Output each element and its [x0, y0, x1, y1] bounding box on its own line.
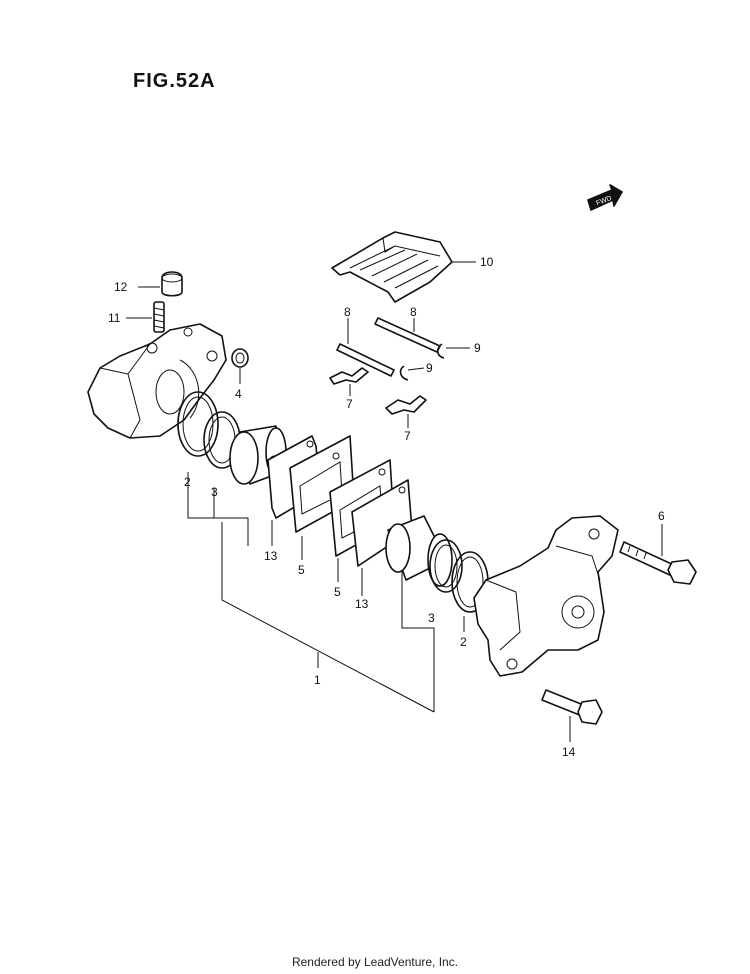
caliper-housing-left-part [87, 323, 227, 439]
callout-12: 12 [114, 280, 128, 294]
callout-7a: 7 [346, 397, 353, 411]
pin-clip-lower-part [399, 365, 409, 381]
mounting-bolt-upper-part [619, 541, 697, 585]
mounting-bolt-lower-part [541, 689, 603, 725]
bleeder-valve-part [153, 301, 165, 333]
piston-right-part [385, 515, 453, 587]
fwd-direction-arrow-icon: FWD [587, 184, 623, 211]
caliper-housing-right-part [473, 515, 619, 677]
callout-5b: 5 [334, 585, 341, 599]
pin-clip-upper-part [436, 343, 445, 359]
callout-3a: 3 [211, 485, 218, 499]
callout-10: 10 [480, 255, 494, 269]
footer-credit: Rendered by LeadVenture, Inc. [291, 955, 459, 969]
pad-spring-lower-part [385, 395, 427, 415]
callout-5a: 5 [298, 563, 305, 577]
callout-6: 6 [658, 509, 665, 523]
pad-pin-upper-part [374, 317, 441, 353]
dust-seal-right-part [429, 539, 463, 593]
callout-2a: 2 [184, 475, 191, 489]
pad-spring-upper-part [329, 367, 369, 385]
pad-pin-lower-part [336, 343, 395, 377]
caliper-assembly-bracket [187, 472, 465, 713]
figure-title: FIG.52A [133, 70, 216, 92]
callout-11: 11 [108, 311, 121, 325]
washer-part [231, 348, 249, 368]
callout-4: 4 [235, 387, 242, 401]
callout-9b: 9 [426, 361, 433, 375]
callout-3b: 3 [428, 611, 435, 625]
callout-13b: 13 [355, 597, 369, 611]
callout-14: 14 [562, 745, 576, 759]
callout-1: 1 [314, 673, 321, 687]
callout-7b: 7 [404, 429, 411, 443]
bleeder-cap-part [161, 271, 183, 297]
callout-13a: 13 [264, 549, 278, 563]
callout-9a: 9 [474, 341, 481, 355]
pad-cover-part [331, 231, 453, 303]
callout-2b: 2 [460, 635, 467, 649]
callout-8a: 8 [344, 305, 351, 319]
callout-8b: 8 [410, 305, 417, 319]
